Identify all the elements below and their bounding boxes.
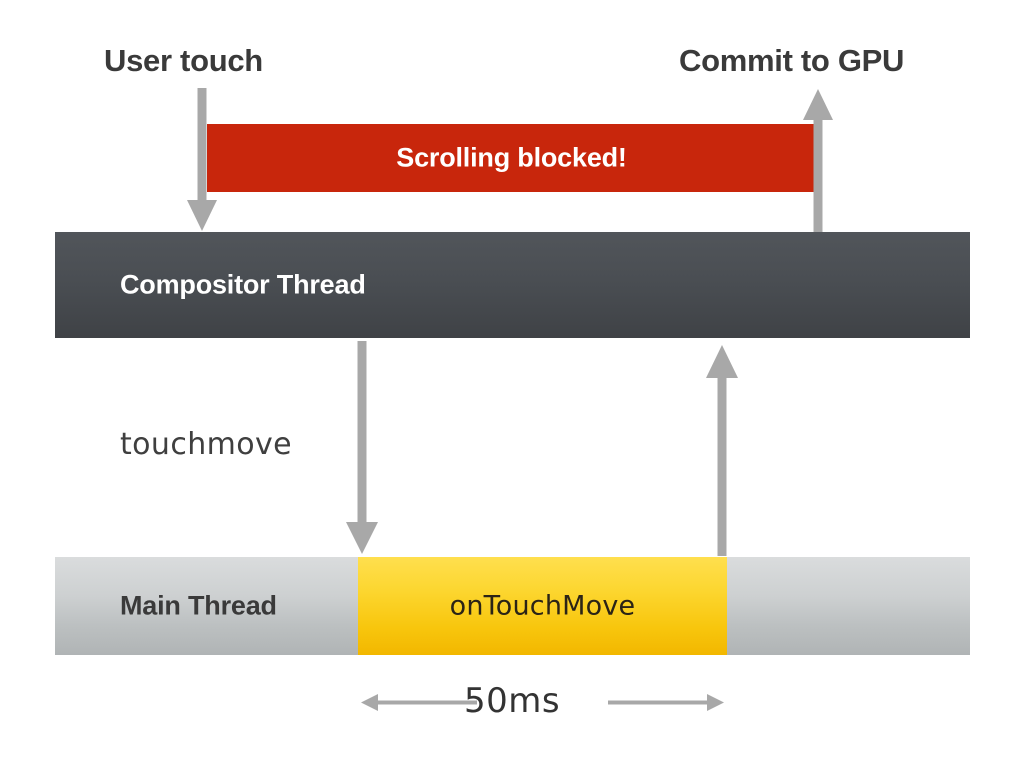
scrolling-blocked-bar: Scrolling blocked! — [207, 124, 816, 192]
touchmove-dispatch-down-arrow — [346, 341, 378, 554]
commit-to-gpu-label: Commit to GPU — [679, 43, 905, 78]
fifty-ms-duration-label: 50ms — [463, 681, 561, 721]
scrolling-blocked-label: Scrolling blocked! — [396, 142, 627, 173]
compositor-thread-lane: Compositor Thread — [55, 232, 970, 338]
user-touch-label: User touch — [104, 43, 263, 78]
main-thread-label: Main Thread — [120, 590, 277, 621]
touchmove-event-label: touchmove — [120, 427, 293, 462]
handler-return-up-arrow — [706, 345, 738, 556]
ontouchmove-handler-block: onTouchMove — [358, 557, 727, 655]
compositor-thread-label: Compositor Thread — [120, 269, 366, 300]
ontouchmove-handler-label: onTouchMove — [449, 590, 636, 622]
main-thread-lane: Main Thread onTouchMove — [55, 557, 970, 655]
